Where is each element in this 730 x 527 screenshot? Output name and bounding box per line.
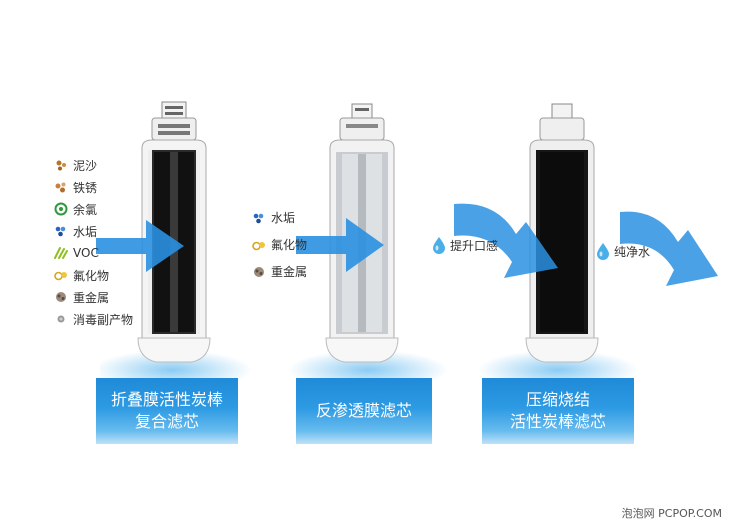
heavy-metal-icon [252,265,266,279]
contaminant-label: 水垢 [271,211,296,225]
contaminant-item: 水垢 [252,204,307,231]
contaminant-item: 消毒副产物 [54,308,133,330]
contaminant-item: 泥沙 [54,154,133,176]
panel-title: 反渗透膜滤芯 [315,401,412,420]
benefit-pure-water: 纯净水 [596,242,650,260]
contaminant-label: 重金属 [73,290,110,305]
disinfection-byproduct-icon [54,312,68,326]
contaminant-label: 铁锈 [73,180,98,195]
contaminant-label: 氟化物 [271,238,308,252]
contaminant-label: 氟化物 [73,268,110,283]
benefit-label: 纯净水 [614,244,651,259]
contaminant-item: 重金属 [252,258,307,285]
water-drop-icon [433,237,445,254]
contaminant-label: VOC [73,246,99,260]
cartridge-sintered-carbon [520,100,604,365]
rust-icon [54,180,68,194]
contaminant-item: 氟化物 [54,264,133,286]
contaminant-item: 氟化物 [252,231,307,258]
panel-subtitle: 复合滤芯 [134,412,199,431]
contaminant-item: VOC [54,242,133,264]
heavy-metal-icon [54,290,68,304]
contaminant-list-stage1: 泥沙铁锈余氯水垢 VOC 氟化物重金属消毒副产物 [54,154,133,330]
silt-icon [54,158,68,172]
water-drop-icon [597,243,609,260]
fluoride-icon [54,268,68,282]
contaminant-label: 余氯 [73,202,98,217]
contaminant-item: 余氯 [54,198,133,220]
contaminant-label: 消毒副产物 [73,312,134,327]
voc-icon [54,246,68,260]
flow-arrow-1 [96,220,184,272]
contaminant-item: 重金属 [54,286,133,308]
caption-panel-carbon-composite: 折叠膜活性炭棒 复合滤芯 [96,378,238,444]
contaminant-label: 重金属 [271,265,308,279]
contaminant-list-stage2: 水垢氟化物重金属 [252,204,307,285]
contaminant-item: 铁锈 [54,176,133,198]
benefit-label: 提升口感 [450,238,499,253]
panel-title: 压缩烧结 [525,390,590,409]
contaminant-label: 泥沙 [73,158,98,173]
fluoride-icon [252,238,266,252]
caption-panel-sintered-carbon: 压缩烧结 活性炭棒滤芯 [482,378,634,444]
contaminant-item: 水垢 [54,220,133,242]
flow-arrow-3 [454,203,558,278]
flow-arrow-4 [620,211,718,286]
benefit-taste: 提升口感 [432,236,498,254]
flow-arrow-2 [296,218,384,272]
panel-title: 折叠膜活性炭棒 [110,390,223,409]
contaminant-label: 水垢 [73,224,98,239]
scale-icon [54,224,68,238]
caption-panel-ro-membrane: 反渗透膜滤芯 [296,378,432,444]
scale-icon [252,211,266,225]
panel-subtitle: 活性炭棒滤芯 [509,412,606,431]
chlorine-icon [54,202,68,216]
watermark: 泡泡网 PCPOP.COM [621,507,722,520]
